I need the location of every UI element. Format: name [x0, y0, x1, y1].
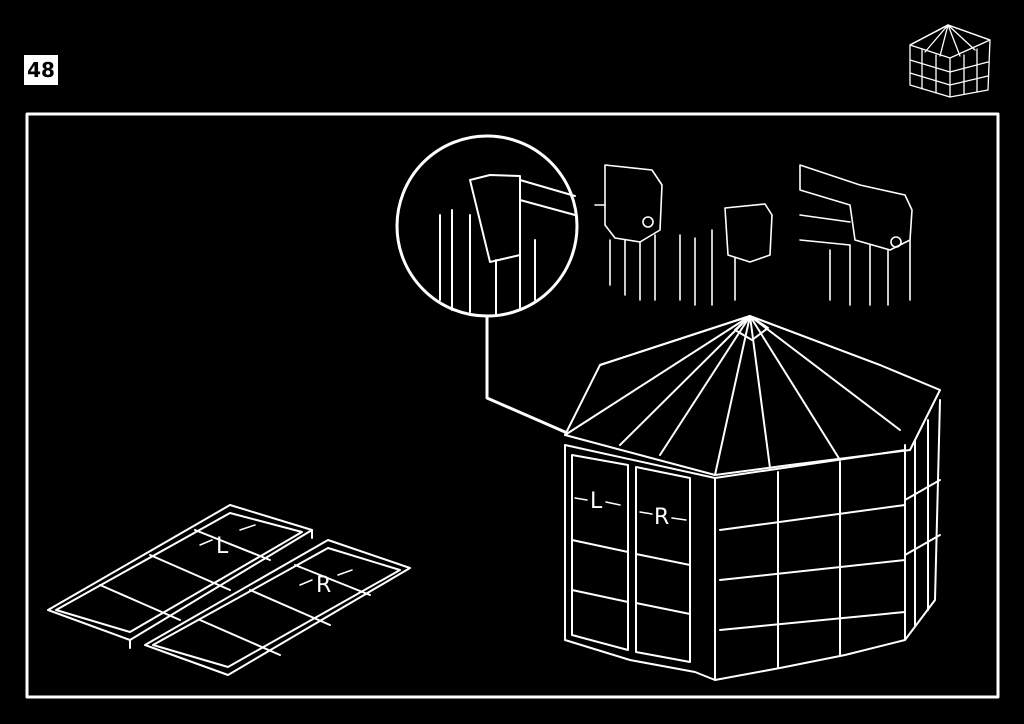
- panel-label-right: R: [316, 573, 331, 598]
- label-tick-marks: [199, 497, 687, 586]
- step-number-badge: 48: [24, 55, 58, 85]
- detail-magnifier-circle: [395, 134, 579, 434]
- door-label-right: R: [654, 505, 669, 530]
- gazebo-structure: [564, 315, 941, 681]
- diagram-frame: [25, 112, 1000, 699]
- door-panel-right: [144, 539, 411, 676]
- door-label-left: L: [590, 489, 603, 514]
- gazebo-thumbnail-icon: [909, 24, 991, 98]
- door-panel-left: [47, 504, 313, 649]
- panel-label-left: L: [216, 534, 229, 559]
- detail-connector-steps: [594, 164, 913, 306]
